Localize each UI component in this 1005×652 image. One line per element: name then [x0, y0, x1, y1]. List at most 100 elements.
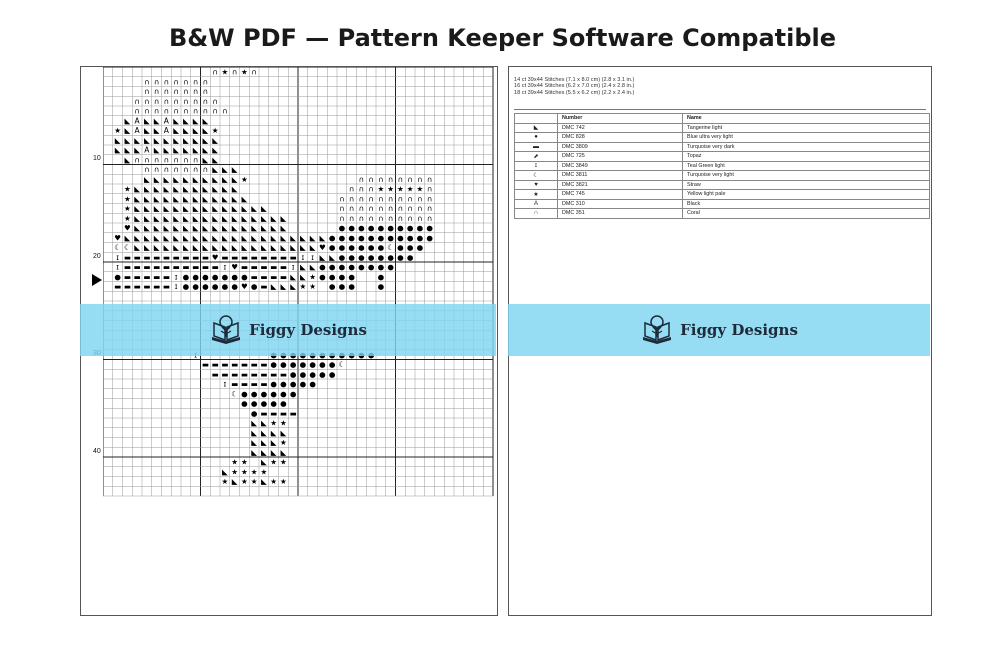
stitch-symbol: ∩ — [388, 194, 394, 203]
stitch-symbol: ● — [114, 272, 121, 281]
symbol-icon: ▬ — [514, 141, 558, 152]
stitch-symbol: ▬ — [260, 253, 267, 262]
stitch-symbol: ɪ — [292, 263, 295, 272]
stitch-symbol: ◣ — [261, 419, 267, 428]
stitch-symbol: ∩ — [339, 204, 345, 213]
stitch-symbol: ◣ — [261, 458, 267, 467]
stitch-symbol: ▬ — [212, 370, 219, 379]
stitch-symbol: ∩ — [339, 194, 345, 203]
stitch-symbol: ● — [300, 370, 307, 379]
stitch-symbol: ◣ — [290, 272, 296, 281]
stitch-symbol: ∩ — [183, 87, 189, 96]
stitch-symbol: ∩ — [378, 194, 384, 203]
stitch-symbol: ● — [378, 253, 385, 262]
stitch-symbol: ▬ — [270, 272, 277, 281]
stitch-symbol: ● — [329, 360, 336, 369]
stitch-symbol: ◣ — [222, 185, 228, 194]
stitch-symbol: ◣ — [144, 194, 150, 203]
stitch-symbol: ∩ — [173, 107, 179, 116]
stitch-symbol: ∩ — [193, 107, 199, 116]
stitch-symbol: ◣ — [134, 243, 140, 252]
stitch-symbol: ◣ — [261, 243, 267, 252]
stitch-grid: ∩★∩★∩∩∩∩∩∩∩∩∩∩∩∩∩∩∩∩∩∩∩∩∩∩∩∩∩∩∩∩∩∩∩∩∩∩◣A… — [103, 67, 497, 497]
stitch-symbol: ● — [339, 233, 346, 242]
stitch-symbol: ● — [329, 233, 336, 242]
stitch-symbol: ● — [426, 224, 433, 233]
stitch-symbol: ▬ — [143, 272, 150, 281]
stitch-symbol: ◣ — [173, 175, 179, 184]
thread-number: DMC 3809 — [557, 141, 683, 152]
stitch-symbol: ◣ — [124, 126, 130, 135]
stitch-symbol: ▬ — [241, 360, 248, 369]
stitch-symbol: ◣ — [144, 243, 150, 252]
symbol-icon: ∩ — [514, 208, 558, 219]
stitch-symbol: ● — [329, 243, 336, 252]
stitch-symbol: ◣ — [232, 204, 238, 213]
symbol-icon: A — [514, 198, 558, 209]
stitch-symbol: ◣ — [173, 136, 179, 145]
stitch-symbol: ● — [300, 380, 307, 389]
stitch-symbol: ★ — [241, 458, 248, 467]
stitch-symbol: ♥ — [212, 253, 219, 262]
stitch-symbol: A — [135, 116, 141, 125]
stitch-symbol: ∩ — [388, 175, 394, 184]
stitch-symbol: ◣ — [222, 194, 228, 203]
stitch-symbol: ▬ — [260, 409, 267, 418]
stitch-symbol: ● — [251, 399, 258, 408]
stitch-symbol: ◣ — [173, 204, 179, 213]
stitch-symbol: ★ — [378, 185, 385, 194]
stitch-symbol: ● — [290, 389, 297, 398]
stitch-symbol: A — [164, 116, 170, 125]
stitch-symbol: ◣ — [134, 204, 140, 213]
stitch-symbol: ∩ — [173, 155, 179, 164]
stitch-symbol: ∩ — [183, 97, 189, 106]
stitch-symbol: ∩ — [154, 155, 160, 164]
stitch-symbol: ∩ — [232, 68, 238, 77]
stitch-symbol: ▬ — [241, 370, 248, 379]
stitch-symbol: ◣ — [271, 448, 277, 457]
stitch-symbol: ● — [280, 380, 287, 389]
stitch-symbol: ◣ — [319, 233, 325, 242]
stitch-symbol: ◣ — [115, 146, 121, 155]
stitch-symbol: ▬ — [124, 282, 131, 291]
stitch-symbol: ◣ — [163, 194, 169, 203]
stitch-symbol: ▬ — [280, 409, 287, 418]
stitch-symbol: ∩ — [222, 107, 228, 116]
stitch-symbol: ▬ — [163, 282, 170, 291]
stitch-symbol: ◣ — [222, 233, 228, 242]
key-header-name: Name — [682, 113, 930, 124]
stitch-symbol: ▬ — [134, 272, 141, 281]
stitch-info-line: 14 ct 39x44 Stitches (7.1 x 8.0 cm) (2.8… — [514, 77, 635, 83]
stitch-symbol: ● — [280, 389, 287, 398]
stitch-symbol: ● — [319, 263, 326, 272]
stitch-symbol: ◣ — [183, 146, 189, 155]
stitch-symbol: ● — [202, 282, 209, 291]
stitch-symbol: ∩ — [349, 204, 355, 213]
stitch-symbol: ◣ — [154, 126, 160, 135]
stitch-symbol: ◣ — [300, 243, 306, 252]
stitch-symbol: ∩ — [154, 87, 160, 96]
stitch-symbol: ◣ — [280, 428, 286, 437]
stitch-symbol: ◣ — [300, 263, 306, 272]
stitch-symbol: ∩ — [417, 194, 423, 203]
stitch-symbol: ● — [270, 360, 277, 369]
stitch-symbol: ● — [329, 282, 336, 291]
stitch-symbol: ɪ — [175, 282, 178, 291]
row-number-40: 40 — [93, 448, 101, 455]
stitch-symbol: ◣ — [124, 233, 130, 242]
stitch-symbol: ◣ — [232, 185, 238, 194]
stitch-symbol: ◣ — [222, 243, 228, 252]
stitch-symbol: ◣ — [300, 233, 306, 242]
stitch-symbol: A — [135, 126, 141, 135]
stitch-symbol: ● — [348, 272, 355, 281]
stitch-symbol: ● — [339, 224, 346, 233]
stitch-symbol: ◣ — [251, 224, 257, 233]
stitch-symbol: ◣ — [212, 194, 218, 203]
stitch-symbol: ◣ — [154, 214, 160, 223]
stitch-symbol: ● — [309, 370, 316, 379]
watermark-band: Figgy Designs — [508, 304, 930, 356]
stitch-symbol: ◣ — [232, 233, 238, 242]
stitch-symbol: ● — [231, 282, 238, 291]
